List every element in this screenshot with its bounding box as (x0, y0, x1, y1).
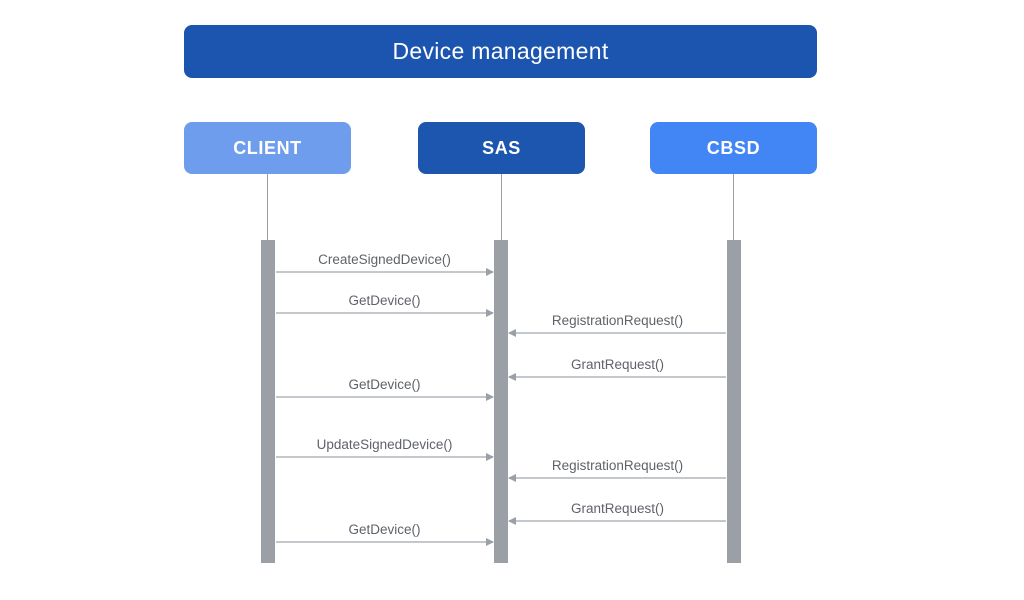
message: RegistrationRequest() (508, 313, 726, 337)
activation-bar-cbsd (727, 240, 741, 563)
actor-client: CLIENT (184, 122, 351, 174)
message-label: RegistrationRequest() (551, 458, 684, 473)
lifeline-sas (501, 174, 502, 240)
arrowhead-icon (508, 517, 516, 525)
message: RegistrationRequest() (508, 458, 726, 482)
message-arrow-line (276, 396, 493, 398)
lifeline-cbsd (733, 174, 734, 240)
message-arrow-line (276, 271, 493, 273)
arrowhead-icon (486, 538, 494, 546)
message-label: GetDevice() (348, 522, 421, 537)
message: GrantRequest() (508, 357, 726, 381)
arrowhead-icon (486, 309, 494, 317)
message-label: GrantRequest() (570, 357, 665, 372)
message-arrow-line (509, 332, 726, 334)
arrowhead-icon (508, 474, 516, 482)
message-arrow-line (276, 312, 493, 314)
message-arrow-line (509, 477, 726, 479)
arrowhead-icon (486, 453, 494, 461)
actor-cbsd: CBSD (650, 122, 817, 174)
lifeline-client (267, 174, 268, 240)
message: CreateSignedDevice() (276, 252, 494, 276)
activation-bar-client (261, 240, 275, 563)
message: GetDevice() (276, 377, 494, 401)
message-label: CreateSignedDevice() (318, 252, 451, 267)
arrowhead-icon (486, 393, 494, 401)
arrowhead-icon (486, 268, 494, 276)
message: UpdateSignedDevice() (276, 437, 494, 461)
message: GetDevice() (276, 293, 494, 317)
arrowhead-icon (508, 373, 516, 381)
message-arrow-line (276, 541, 493, 543)
message-label: GetDevice() (348, 377, 421, 392)
message: GrantRequest() (508, 501, 726, 525)
message-arrow-line (276, 456, 493, 458)
message-label: RegistrationRequest() (551, 313, 684, 328)
message-label: GrantRequest() (570, 501, 665, 516)
message-label: UpdateSignedDevice() (316, 437, 453, 452)
message-arrow-line (509, 376, 726, 378)
message-arrow-line (509, 520, 726, 522)
arrowhead-icon (508, 329, 516, 337)
message-label: GetDevice() (348, 293, 421, 308)
message: GetDevice() (276, 522, 494, 546)
activation-bar-sas (494, 240, 508, 563)
diagram-title: Device management (184, 25, 817, 78)
actor-sas: SAS (418, 122, 585, 174)
